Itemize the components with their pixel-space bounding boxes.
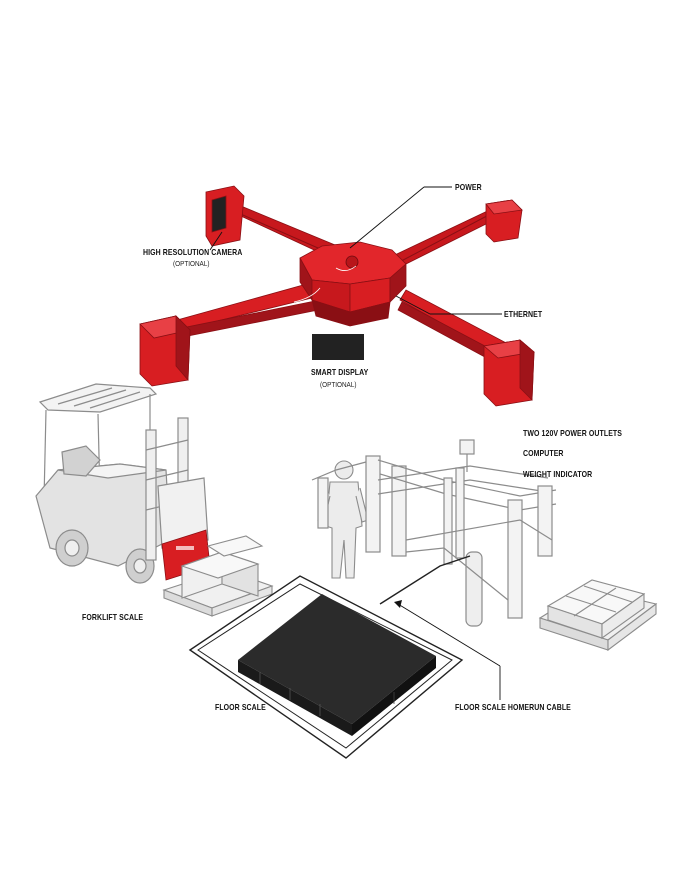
weight-indicator-label: WEIGHT INDICATOR — [523, 469, 593, 479]
overhead-camera-rig-icon — [139, 185, 535, 407]
camera-label: HIGH RESOLUTION CAMERA — [143, 247, 243, 257]
smart-display-optional-label: (OPTIONAL) — [320, 380, 357, 389]
leader-lines — [209, 186, 502, 315]
floor-scale-label: FLOOR SCALE — [215, 702, 266, 712]
homerun-cable-icon — [379, 555, 471, 605]
floor-scale-icon — [188, 575, 464, 759]
leader-lines-bottom — [397, 603, 501, 700]
homerun-cable-label: FLOOR SCALE HOMERUN CABLE — [455, 702, 571, 712]
camera-optional-label: (OPTIONAL) — [173, 259, 210, 268]
smart-display-label: SMART DISPLAY — [311, 367, 369, 377]
forklift-icon — [35, 383, 209, 584]
outlets-label: TWO 120V POWER OUTLETS — [523, 428, 623, 438]
forklift-scale-label: FORKLIFT SCALE — [82, 612, 144, 622]
ethernet-label: ETHERNET — [504, 309, 543, 319]
computer-label: COMPUTER — [523, 448, 564, 458]
workstation-frame-icon — [311, 439, 557, 627]
power-label: POWER — [455, 182, 482, 192]
smart-display-icon — [312, 334, 364, 360]
pallet-boxes-icon — [162, 535, 274, 617]
pallet-boxes-icon — [538, 579, 658, 652]
